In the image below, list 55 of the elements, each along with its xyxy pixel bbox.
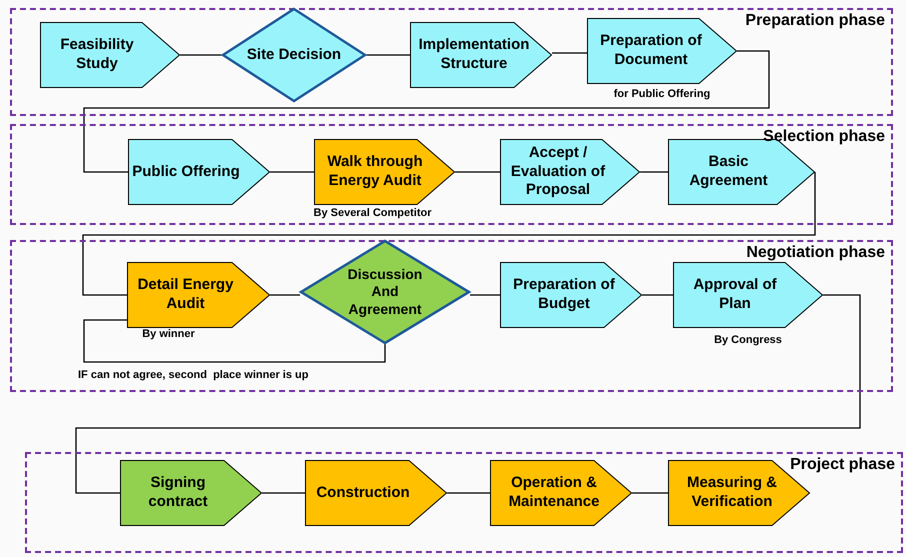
connector-line <box>82 171 816 296</box>
step-label: Measuring & Verification <box>686 474 778 512</box>
step-label: Detail Energy Audit <box>136 276 234 314</box>
process-pentagon <box>490 460 632 526</box>
step-note: By winner <box>141 328 196 340</box>
step-label: Accept / Evaluation of Proposal <box>510 144 606 200</box>
connector-line <box>270 171 314 173</box>
process-pentagon <box>128 139 270 205</box>
step-label: Discussion And Agreement <box>346 266 424 318</box>
connector-line <box>632 492 668 494</box>
phase-title: Negotiation phase <box>746 244 885 262</box>
connector-line <box>83 50 770 173</box>
step-label: Feasibility Study <box>59 36 135 74</box>
phase-title: Project phase <box>790 456 895 474</box>
process-pentagon <box>500 139 640 205</box>
connector-line <box>83 319 386 363</box>
connector-line <box>640 171 668 173</box>
process-pentagon <box>410 22 552 88</box>
step-note: By Congress <box>713 334 783 346</box>
phase-title: Selection phase <box>763 128 885 146</box>
phase-band <box>10 240 893 392</box>
connector-line <box>262 492 305 494</box>
edge-label: IF can not agree, second place winner is up <box>78 369 308 381</box>
decision-diamond <box>222 8 366 102</box>
step-label: Implementation Structure <box>418 36 530 74</box>
phase-band <box>25 452 903 553</box>
step-note: for Public Offering <box>612 88 712 100</box>
step-label: Operation & Maintenance <box>508 474 600 512</box>
decision-diamond <box>300 240 470 344</box>
phase-band <box>10 124 893 225</box>
step-note: By Several Competitor <box>312 207 432 219</box>
step-label: Walk through Energy Audit <box>326 153 424 191</box>
step-label: Site Decision <box>246 46 342 64</box>
connector-line <box>470 294 500 296</box>
process-pentagon <box>120 460 262 526</box>
step-label: Preparation of Budget <box>512 276 616 314</box>
connector-line <box>270 294 300 296</box>
step-label: Public Offering <box>132 162 240 182</box>
step-label: Preparation of Document <box>599 32 703 70</box>
connector-line <box>642 294 673 296</box>
step-label: Basic Agreement <box>688 153 769 191</box>
connector-line <box>75 294 861 494</box>
phase-title: Preparation phase <box>745 12 885 30</box>
process-pentagon <box>40 22 180 88</box>
connector-line <box>552 52 587 54</box>
step-label: Approval of Plan <box>692 276 778 314</box>
phase-band <box>10 8 893 116</box>
connector-line <box>455 171 500 173</box>
connector-line <box>180 54 222 56</box>
connector-line <box>447 492 490 494</box>
step-label: Signing contract <box>147 474 209 512</box>
process-pentagon <box>305 460 447 526</box>
process-pentagon <box>500 262 642 328</box>
connector-line <box>366 54 410 56</box>
step-label: Construction <box>316 484 410 502</box>
